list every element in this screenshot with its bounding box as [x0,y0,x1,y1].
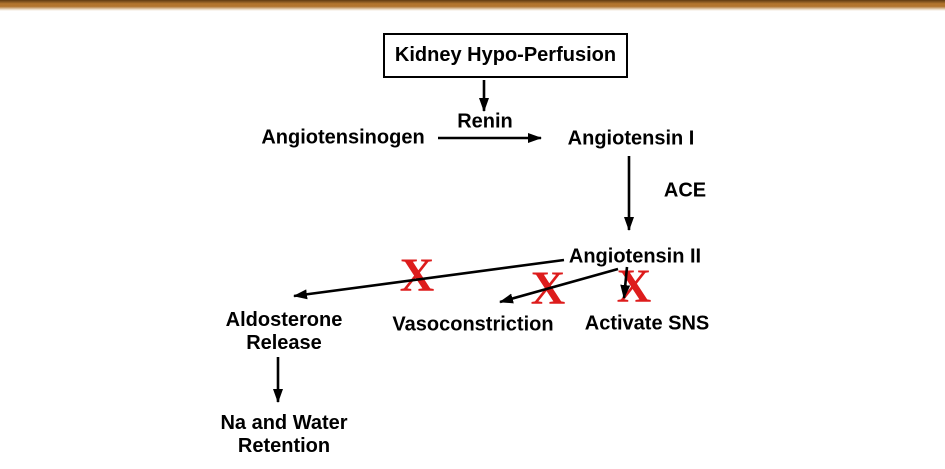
node-angiotensinogen: Angiotensinogen [261,126,425,149]
slide-accent-bar [0,0,945,11]
arrow-angiotensin-ii-to-vasoconstriction [499,267,619,304]
edge-label-renin: Renin [457,110,513,133]
arrow-angiotensin-ii-to-aldosterone [293,258,565,300]
node-activate-sns: Activate SNS [584,312,710,335]
node-kidney-hypo-perfusion: Kidney Hypo-Perfusion [383,33,628,78]
arrow-angiotensin-ii-to-activate-sns [620,266,631,299]
node-na-and-water-retention: Na and Water Retention [220,411,348,457]
node-aldosterone-release: Aldosterone Release [225,308,343,354]
edge-label-ace: ACE [663,179,707,202]
node-angiotensin-ii: Angiotensin II [568,245,702,268]
inhibition-x-aldosterone: X [399,249,435,303]
node-vasoconstriction: Vasoconstriction [392,313,554,336]
node-angiotensin-i: Angiotensin I [567,127,695,150]
